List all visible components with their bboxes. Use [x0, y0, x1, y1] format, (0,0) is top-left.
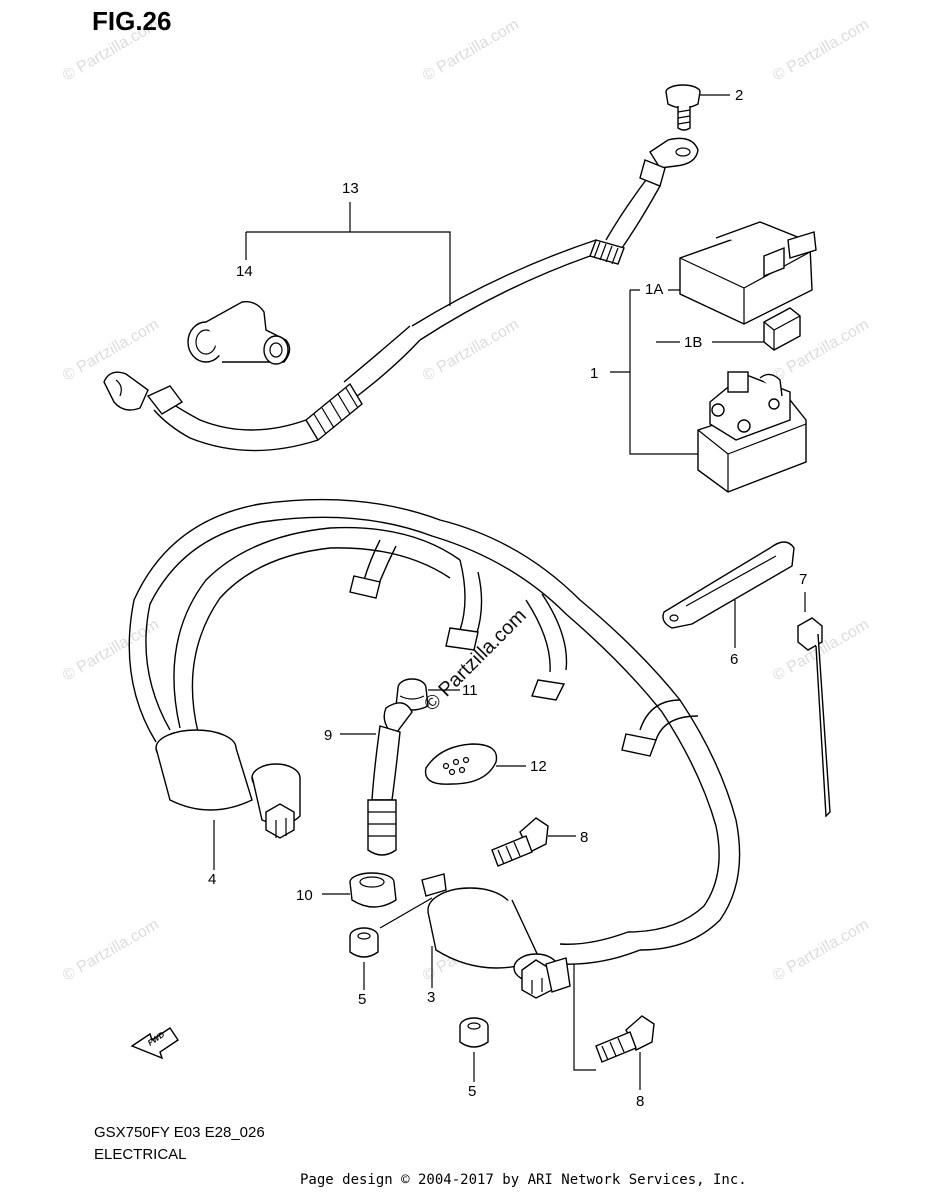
part-label-1B: 1B	[684, 334, 702, 351]
relay-cover-part-1A[interactable]	[679, 221, 817, 325]
bolt-part-2[interactable]	[665, 84, 701, 131]
part-label-14: 14	[236, 263, 253, 280]
part-label-11: 11	[462, 682, 478, 699]
part-label-5-lower: 5	[468, 1083, 476, 1100]
battery-cable-part-13[interactable]	[103, 137, 699, 452]
bracket-part-6[interactable]	[662, 541, 795, 629]
part-label-4: 4	[208, 871, 216, 888]
ignition-coil-part-4[interactable]	[155, 729, 301, 839]
fuse-part-1B[interactable]	[763, 307, 801, 351]
part-label-9: 9	[324, 727, 332, 744]
starter-relay-part-1[interactable]	[697, 371, 807, 493]
ignition-coil-part-3[interactable]	[421, 873, 571, 999]
part-number-labels: 2 13 14 1A 1B 1 7 6 11 9 12 8 4 10 5 3 5…	[208, 87, 807, 1110]
copyright-credit: Page design © 2004-2017 by ARI Network S…	[300, 1172, 747, 1188]
part-label-7: 7	[799, 571, 807, 588]
plug-cap-part-9[interactable]	[367, 702, 413, 856]
part-label-1: 1	[590, 365, 598, 382]
part-label-10: 10	[296, 887, 313, 904]
section-name: ELECTRICAL	[94, 1146, 187, 1163]
part-label-8-upper: 8	[580, 829, 588, 846]
model-code: GSX750FY E03 E28_026	[94, 1124, 265, 1141]
figure-title: FIG.26	[92, 6, 172, 36]
bolt-part-8-lower[interactable]	[595, 1015, 655, 1063]
leader-lines	[213, 94, 806, 1090]
grommet-part-12[interactable]	[424, 743, 498, 785]
plug-lead-harness[interactable]	[128, 498, 741, 965]
forward-arrow-icon: FWD	[130, 1027, 179, 1060]
part-label-6: 6	[730, 651, 738, 668]
terminal-boot-part-14[interactable]	[187, 301, 291, 365]
part-label-12: 12	[530, 758, 547, 775]
part-label-3: 3	[427, 989, 435, 1006]
part-label-1A: 1A	[645, 281, 663, 298]
cushion-part-10[interactable]	[349, 872, 397, 908]
part-label-5-upper: 5	[358, 991, 366, 1008]
collar-part-5-lower[interactable]	[459, 1017, 489, 1048]
clamp-part-7[interactable]	[797, 617, 831, 818]
part-label-2: 2	[735, 87, 743, 104]
bolt-part-8-upper[interactable]	[491, 817, 549, 867]
part-label-8-lower: 8	[636, 1093, 644, 1110]
part-label-13: 13	[342, 180, 359, 197]
collar-part-5-upper[interactable]	[349, 927, 379, 958]
